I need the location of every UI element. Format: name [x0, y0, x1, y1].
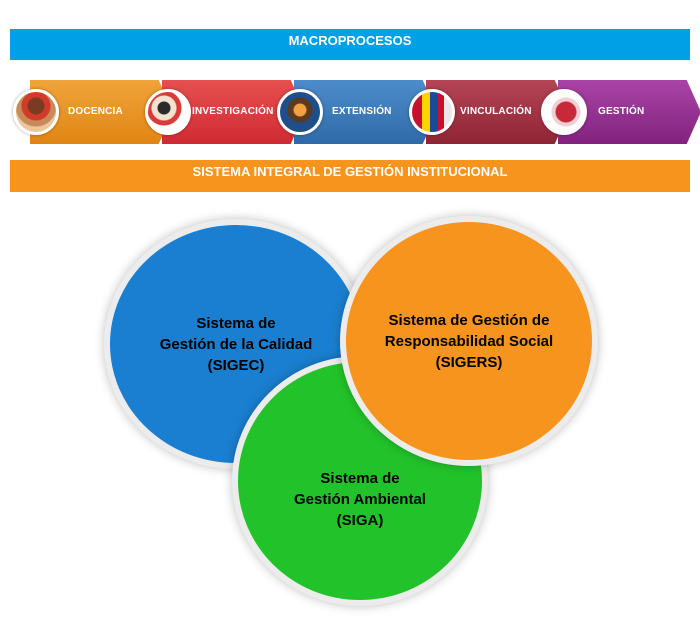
teacher-photo-icon [13, 89, 59, 135]
sigers-circle[interactable]: Sistema de Gestión de Responsabilidad So… [340, 216, 598, 466]
sigers-text: Sistema de Gestión de Responsabilidad So… [385, 310, 553, 373]
sigec-text: Sistema de Gestión de la Calidad (SIGEC) [160, 313, 313, 376]
vinculacion-label: VINCULACIÓN [460, 80, 532, 144]
investigacion-label: INVESTIGACIÓN [192, 80, 274, 144]
extension-label: EXTENSIÓN [332, 80, 392, 144]
macroprocesos-header: MACROPROCESOS [10, 29, 690, 60]
flags-photo-icon [409, 89, 455, 135]
microscope-photo-icon [145, 89, 191, 135]
gestion-label: GESTIÓN [598, 80, 644, 144]
map-photo-icon [541, 89, 587, 135]
event-photo-icon [277, 89, 323, 135]
siga-text: Sistema de Gestión Ambiental (SIGA) [294, 468, 426, 531]
docencia-label: DOCENCIA [68, 80, 123, 144]
sistema-integral-banner: SISTEMA INTEGRAL DE GESTIÓN INSTITUCIONA… [10, 160, 690, 192]
